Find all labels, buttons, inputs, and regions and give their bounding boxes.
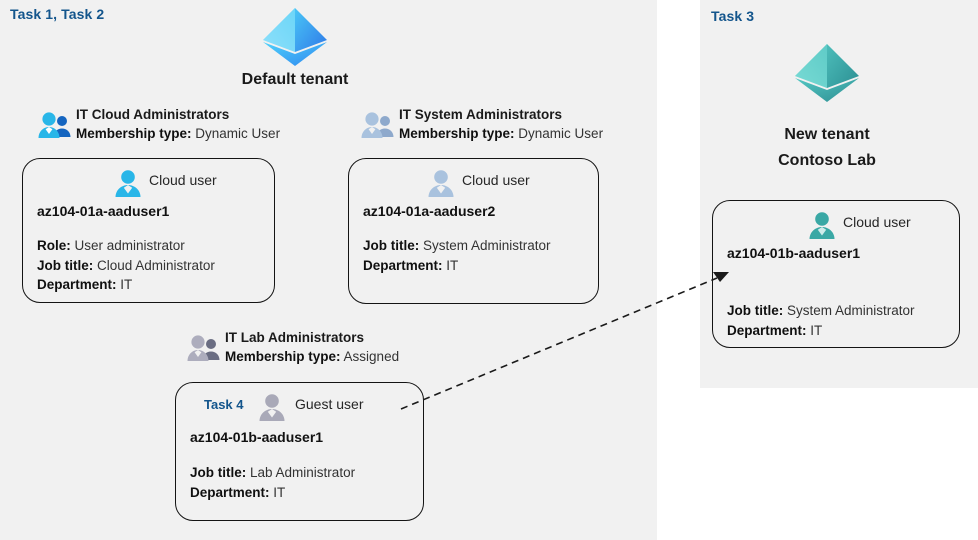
membership-value: Assigned [343, 349, 400, 364]
user-type-label: Guest user [295, 396, 364, 412]
user-attr-jobtitle: Job title: System Administrator [727, 301, 945, 321]
user-card-az104-01a-aaduser2[interactable]: Cloud user az104-01a-aaduser2 Job title:… [348, 158, 599, 304]
user-attr-department: Department: IT [727, 321, 945, 341]
card-header: Cloud user [363, 167, 584, 199]
cloud-user-icon [807, 210, 837, 245]
user-type-label: Cloud user [843, 214, 911, 230]
user-principal-name: az104-01b-aaduser1 [190, 429, 324, 445]
attr-value: System Administrator [423, 238, 551, 253]
new-tenant-name-line1: New tenant [784, 126, 870, 143]
user-attr-department: Department: IT [363, 256, 584, 276]
attr-value: IT [446, 257, 459, 273]
attr-value: Cloud Administrator [97, 257, 215, 273]
group-users-icon [187, 334, 221, 367]
new-tenant-name-line2: Contoso Lab [778, 152, 876, 169]
user-attr-jobtitle: Job title: System Administrator [363, 236, 584, 256]
membership-value: Dynamic User [518, 126, 604, 141]
card-header: Task 4 Guest user [190, 391, 409, 423]
attr-label: Department: [190, 484, 270, 500]
user-card-az104-01a-aaduser1[interactable]: Cloud user az104-01a-aaduser1 Role: User… [22, 158, 275, 303]
attr-label: Job title: [363, 238, 420, 253]
attr-value: IT [273, 484, 286, 500]
user-principal-name: az104-01a-aaduser1 [37, 203, 170, 219]
user-attr-department: Department: IT [190, 483, 409, 503]
group-title: IT Cloud Administrators [76, 107, 230, 122]
user-principal-name: az104-01b-aaduser1 [727, 245, 861, 261]
cloud-user-icon [113, 168, 143, 203]
card-header: Cloud user [727, 209, 945, 241]
attr-label: Job title: [190, 465, 247, 480]
task-label-4: Task 4 [204, 397, 244, 412]
group-membership: Membership type: Assigned [225, 347, 399, 367]
attr-value: IT [810, 322, 823, 338]
user-type-label: Cloud user [462, 172, 530, 188]
group-it-lab-administrators: IT Lab Administrators Membership type: A… [187, 328, 399, 367]
user-attr-role: Role: User administrator [37, 236, 260, 256]
user-card-az104-01b-aaduser1[interactable]: Cloud user az104-01b-aaduser1 Job title:… [712, 200, 960, 348]
attr-label: Job title: [37, 257, 94, 273]
guest-user-icon [257, 392, 287, 427]
membership-label: Membership type: [225, 349, 341, 364]
attr-label: Department: [363, 257, 443, 273]
azure-ad-tenant-icon-new [787, 38, 867, 108]
attr-value: Lab Administrator [250, 465, 356, 480]
user-attr-jobtitle: Job title: Cloud Administrator [37, 256, 260, 276]
task-label-3: Task 3 [711, 8, 755, 24]
group-it-system-administrators: IT System Administrators Membership type… [361, 105, 603, 144]
attr-value: User administrator [74, 238, 185, 253]
group-membership: Membership type: Dynamic User [76, 124, 280, 144]
azure-ad-tenant-icon-default [255, 2, 335, 72]
cloud-user-icon [426, 168, 456, 203]
user-attr-jobtitle: Job title: Lab Administrator [190, 463, 409, 483]
group-title: IT Lab Administrators [225, 330, 365, 345]
user-attr-department: Department: IT [37, 275, 260, 295]
attr-value: System Administrator [787, 303, 915, 318]
group-users-icon [361, 111, 395, 144]
membership-label: Membership type: [399, 126, 515, 141]
membership-value: Dynamic User [195, 126, 281, 141]
attr-value: IT [120, 277, 133, 292]
membership-label: Membership type: [76, 126, 192, 141]
group-membership: Membership type: Dynamic User [399, 124, 603, 144]
attr-label: Department: [37, 277, 117, 292]
default-tenant-name: Default tenant [241, 71, 349, 88]
user-card-guest-az104-01b-aaduser1[interactable]: Task 4 Guest user az104-01b-aaduser1 Job… [175, 382, 424, 521]
attr-label: Department: [727, 322, 807, 338]
group-users-icon [38, 111, 72, 144]
group-title: IT System Administrators [399, 107, 563, 122]
user-type-label: Cloud user [149, 172, 217, 188]
attr-label: Job title: [727, 303, 784, 318]
card-header: Cloud user [37, 167, 260, 199]
group-it-cloud-administrators: IT Cloud Administrators Membership type:… [38, 105, 280, 144]
attr-label: Role: [37, 238, 71, 253]
task-label-1-2: Task 1, Task 2 [10, 6, 105, 22]
user-principal-name: az104-01a-aaduser2 [363, 203, 496, 219]
